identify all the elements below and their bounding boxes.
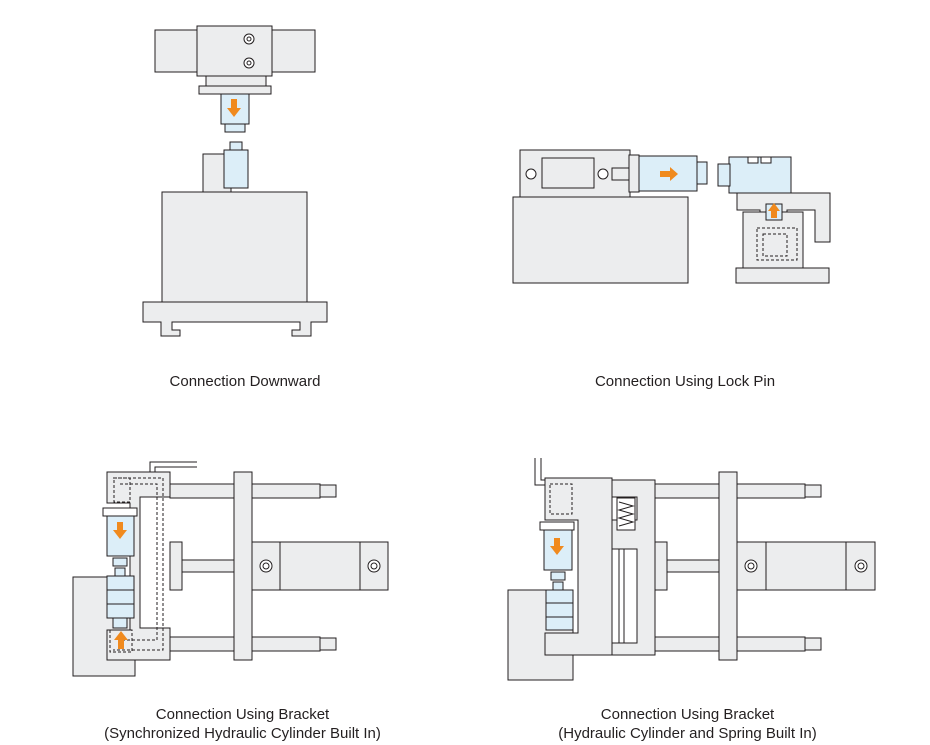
internal-chamber: [113, 477, 131, 503]
coupling-body: [545, 589, 574, 631]
cylinder-flange: [539, 521, 575, 531]
spring-icon: [617, 501, 635, 527]
rod-flange: [628, 154, 640, 193]
internal-chamber: [549, 483, 573, 515]
arrow-right-icon: [660, 167, 678, 181]
receiver-nose: [717, 163, 731, 187]
cylinder-rod: [224, 123, 246, 133]
hydraulic-line: [534, 458, 547, 486]
mount-plate: [198, 85, 272, 95]
arrow-down-icon: [550, 538, 564, 555]
arrow-up-icon: [114, 631, 128, 649]
moving-platen: [233, 471, 253, 661]
coupling-body: [106, 575, 135, 619]
panel-connection-lock-pin: [512, 149, 831, 284]
cylinder-rod: [550, 571, 566, 581]
receiver-slot: [760, 156, 772, 164]
bolt-center-icon: [747, 562, 755, 570]
hydraulic-passage: [113, 477, 164, 651]
coupling-body: [223, 149, 249, 189]
arrow-down-icon: [113, 522, 127, 539]
synchronized-chamber: [109, 629, 133, 653]
coupling-pin: [552, 581, 564, 591]
tie-rod-end-upper: [804, 484, 822, 498]
caption-connection-lock-pin: Connection Using Lock Pin: [594, 373, 776, 390]
center-rod-collar: [654, 541, 668, 591]
caption-line-1: Connection Using Bracket: [600, 706, 775, 723]
cylinder-flange: [102, 507, 138, 517]
caption-connection-downward: Connection Downward: [169, 373, 321, 390]
bolt-icon: [525, 168, 537, 180]
center-rod-collar: [169, 541, 183, 591]
upper-block: [196, 25, 273, 77]
lock-receiver: [728, 156, 792, 194]
panel-connection-bracket-synchronized: [72, 461, 389, 677]
bolt-center-icon: [246, 36, 252, 42]
bolt-center-icon: [262, 562, 270, 570]
mount-block: [205, 75, 267, 87]
caption-line-1: Connection Using Bracket: [155, 706, 330, 723]
coupling-pin: [114, 567, 126, 577]
lock-pin-tip: [696, 161, 708, 185]
receiver-base: [735, 267, 830, 284]
spring-housing: [616, 497, 636, 531]
bolt-center-icon: [857, 562, 865, 570]
caption-bracket-spring: Connection Using Bracket (Hydraulic Cyli…: [500, 705, 875, 743]
cylinder-rod: [112, 557, 128, 567]
base-plate: [142, 301, 328, 337]
bracket: [106, 471, 171, 661]
panel-connection-bracket-spring: [507, 458, 876, 681]
panel-connection-downward: [142, 25, 328, 337]
coupling-rod: [112, 617, 128, 629]
internal-piston: [762, 233, 788, 257]
caption-line-2: (Hydraulic Cylinder and Spring Built In): [558, 725, 817, 742]
tie-rod-end-lower: [804, 637, 822, 651]
coupling-pin: [229, 141, 243, 151]
arrow-up-icon: [768, 203, 780, 218]
caption-line-2: (Synchronized Hydraulic Cylinder Built I…: [104, 725, 381, 742]
main-cylinder-barrel: [279, 541, 361, 591]
receiver-slot: [747, 156, 759, 164]
caption-bracket-synchronized: Connection Using Bracket (Synchronized H…: [60, 705, 425, 743]
tie-rod-end-lower: [319, 637, 337, 651]
cylinder-barrel: [541, 157, 595, 189]
tie-rod-end-upper: [319, 484, 337, 498]
main-cylinder-barrel: [765, 541, 847, 591]
bolt-center-icon: [246, 60, 252, 66]
internal-cavity: [756, 227, 798, 261]
bracket: [544, 477, 613, 656]
moving-platen: [718, 471, 738, 661]
machine-body: [512, 196, 689, 284]
lower-machine-body: [161, 191, 308, 303]
bolt-icon: [597, 168, 609, 180]
bolt-center-icon: [370, 562, 378, 570]
arrow-down-icon: [227, 99, 241, 117]
hydraulic-passage: [120, 483, 158, 641]
hydraulic-line: [540, 458, 552, 481]
